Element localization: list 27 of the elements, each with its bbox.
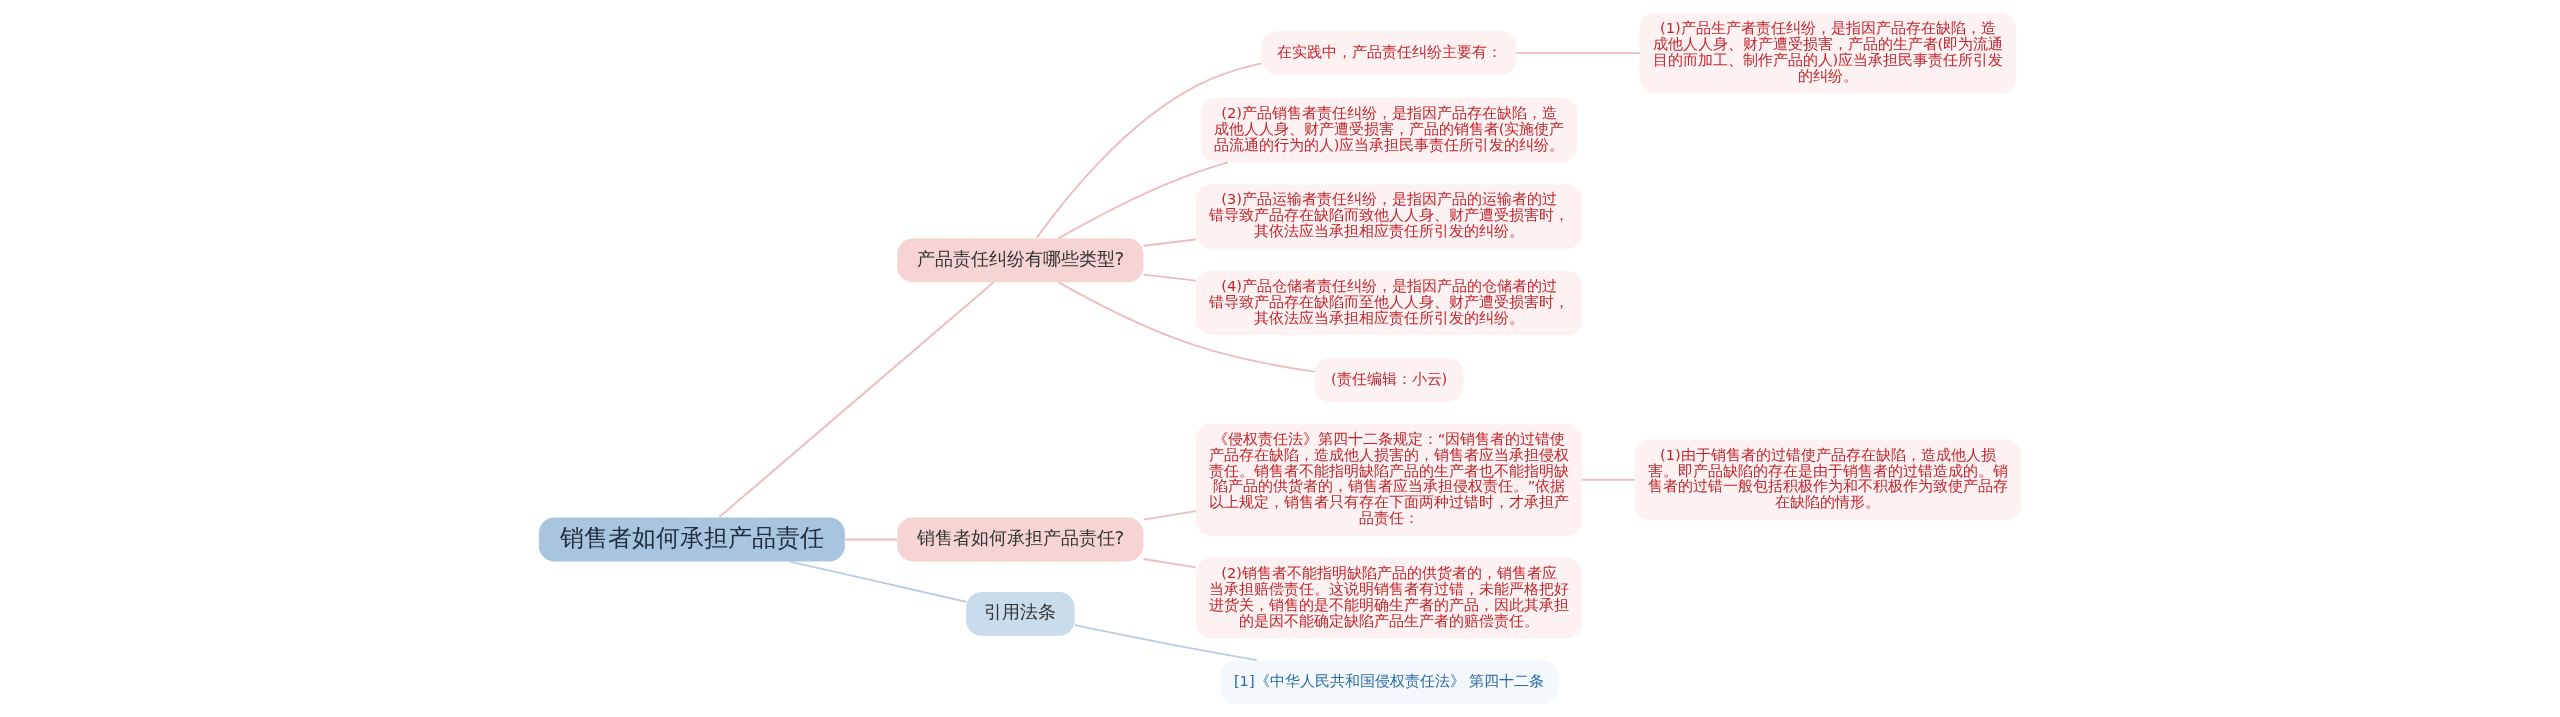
connector [1581, 478, 1636, 481]
node-box: 销售者如何承担产品责任 [538, 517, 845, 562]
node-box: 《侵权责任法》第四十二条规定：“因销售者的过错使产品存在缺陷，造成他人损害的，销售者应当承担侵权责任。销售者不能指明缺陷产品的生产者也不能指明缺陷产品的供货者的，销售者应当承担侵权责任。”依据以上规定，销售者只有存在下面两种过错时，才承担产品责任： [1195, 423, 1583, 536]
node-box: (1)产品生产者责任纠纷，是指因产品存在缺陷，造成他人人身、财产遭受损害，产品的生产者(即为流通目的而加工、制作产品的人)应当承担民事责任所引发的纠纷。 [1639, 12, 2017, 94]
node-box: (责任编辑：小云) [1314, 357, 1464, 402]
connector [1515, 52, 1641, 55]
connector [1142, 558, 1197, 569]
node-box: (1)由于销售者的过错使产品存在缺陷，造成他人损害。即产品缺陷的存在是由于销售者的过错造成的。销售者的过错一般包括积极作为和不积极作为致使产品存在缺陷的情形。 [1634, 439, 2022, 520]
node-box: (4)产品仓储者责任纠纷，是指因产品的仓储者的过错导致产品存在缺陷而至他人人身、财产遭受损害时，其依法应当承担相应责任所引发的纠纷。 [1195, 270, 1583, 336]
connector [1057, 161, 1229, 240]
connector [1142, 510, 1197, 521]
node-box: (2)销售者不能指明缺陷产品的供货者的，销售者应当承担赔偿责任。这说明销售者有过错，未能严格把好进货关，销售的是不能明确生产者的产品，因此其承担的是因不能确定缺陷产品生产者的赔偿责任。 [1195, 557, 1583, 639]
connector [844, 538, 899, 541]
connector [718, 281, 995, 519]
node-box: 销售者如何承担产品责任? [897, 517, 1144, 562]
node-box: (3)产品运输者责任纠纷，是指因产品的运输者的过错导致产品存在缺陷而致他人人身、财产遭受损害时，其依法应当承担相应责任所引发的纠纷。 [1195, 184, 1583, 249]
connector [788, 560, 967, 603]
node-box: [1]《中华人民共和国侵权责任法》 第四十二条 [1220, 660, 1558, 705]
node-box: (2)产品销售者责任纠纷，是指因产品存在缺陷，造成他人人身、财产遭受损害，产品的销售者(实施使产品流通的行为的人)应当承担民事责任所引发的纠纷。 [1200, 97, 1578, 163]
node-box: 引用法条 [966, 591, 1075, 636]
connector [1074, 624, 1258, 662]
node-box: 在实践中，产品责任纠纷主要有： [1261, 31, 1517, 76]
node-box: 产品责任纠纷有哪些类型? [897, 238, 1144, 283]
connector [1057, 281, 1316, 373]
connector [1142, 273, 1197, 282]
connector [1142, 238, 1197, 247]
connector [1035, 62, 1263, 239]
